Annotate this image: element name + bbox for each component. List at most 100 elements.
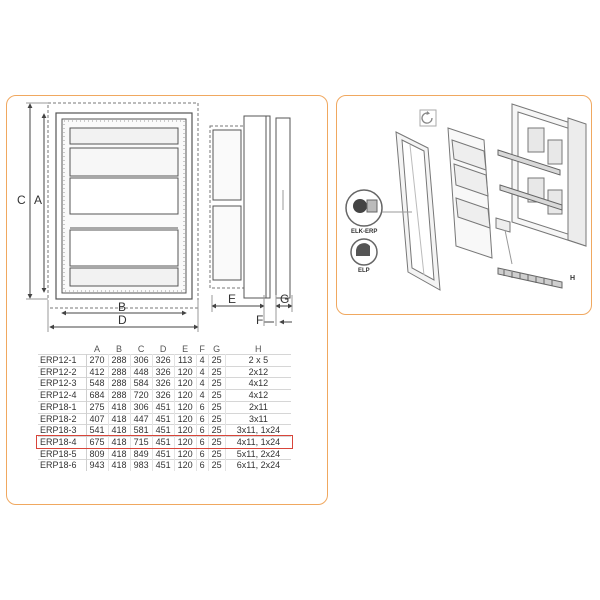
dimension-cell: 3x11 — [225, 412, 292, 425]
dimension-cell: 6 — [196, 412, 209, 425]
dimension-cell: 25 — [208, 365, 226, 378]
col-header-e: E — [182, 343, 189, 354]
dimension-cell: 4 — [196, 389, 209, 402]
dimension-cell: 451 — [152, 459, 175, 472]
dimension-cell: 25 — [208, 412, 226, 425]
col-header-c: C — [137, 343, 145, 354]
front-view — [47, 102, 199, 309]
dim-label-c: C — [17, 193, 26, 207]
model-cell: ERP18-1 — [38, 400, 87, 414]
dimension-cell: 548 — [86, 377, 109, 390]
front-cover — [447, 127, 493, 259]
dimension-cell: 288 — [108, 377, 131, 390]
dimension-cell: 584 — [130, 377, 153, 390]
horizontal-dimensions — [47, 300, 199, 332]
dimension-cell: 120 — [174, 424, 197, 437]
dimension-cell: 120 — [174, 365, 197, 378]
dimension-cell: 25 — [208, 459, 226, 472]
dimension-cell: 270 — [86, 354, 109, 367]
dimension-cell: 4x12 — [225, 377, 292, 390]
dim-label-d: D — [118, 313, 127, 327]
dimension-cell: 451 — [152, 424, 175, 437]
col-header-b: B — [116, 343, 123, 354]
din-rails — [497, 149, 563, 211]
dimension-cell: 288 — [108, 389, 131, 402]
dimension-cell: 6 — [196, 400, 209, 414]
model-cell: ERP18-6 — [38, 459, 87, 472]
dimension-cell: 4x11, 1x24 — [225, 435, 292, 449]
dimension-cell: 326 — [152, 354, 175, 367]
dimension-cell: 2x12 — [225, 365, 292, 378]
side-view — [209, 115, 291, 299]
dimension-cell: 4x12 — [225, 389, 292, 402]
door-frame — [395, 131, 441, 291]
dimension-cell: 4 — [196, 377, 209, 390]
dimension-cell: 25 — [208, 389, 226, 402]
dimension-cell: 326 — [152, 377, 175, 390]
dimension-cell: 326 — [152, 389, 175, 402]
dimension-cell: 541 — [86, 424, 109, 437]
model-cell: ERP12-4 — [38, 389, 87, 402]
dimension-cell: 675 — [86, 435, 109, 449]
model-cell: ERP12-3 — [38, 377, 87, 390]
label-elk-erp: ELK-ERP — [351, 229, 377, 235]
label-elp: ELP — [358, 268, 370, 274]
dimension-cell: 25 — [208, 400, 226, 414]
dimension-cell: 418 — [108, 400, 131, 414]
dimension-cell: 3x11, 1x24 — [225, 424, 292, 437]
dim-label-f: F — [256, 313, 263, 327]
dim-label-a: A — [34, 193, 42, 207]
dim-label-g: G — [280, 292, 289, 306]
dimension-cell: 418 — [108, 435, 131, 449]
model-cell: ERP18-2 — [38, 412, 87, 425]
mounting-bracket — [495, 217, 511, 233]
dimension-cell: 288 — [108, 365, 131, 378]
dimension-cell: 448 — [130, 365, 153, 378]
dimension-cell: 451 — [152, 435, 175, 449]
dim-label-e: E — [228, 292, 236, 306]
dimension-cell: 120 — [174, 435, 197, 449]
dimension-cell: 4 — [196, 354, 209, 367]
dimension-cell: 581 — [130, 424, 153, 437]
col-header-g: G — [213, 343, 221, 354]
dimension-cell: 451 — [152, 412, 175, 425]
table-header-row: A B C D E F G H — [38, 343, 291, 355]
dimension-cell: 407 — [86, 412, 109, 425]
model-cell: ERP12-1 — [38, 354, 87, 367]
col-header-d: D — [159, 343, 167, 354]
detail-elk-erp — [345, 189, 383, 227]
dimension-cell: 306 — [130, 354, 153, 367]
enclosure-box — [511, 103, 587, 247]
col-header-f: F — [199, 343, 205, 354]
terminal-strip-h — [497, 229, 563, 289]
dimension-cell: 2 x 5 — [225, 354, 292, 367]
dimension-cell: 326 — [152, 365, 175, 378]
dimension-cell: 25 — [208, 377, 226, 390]
dimension-cell: 113 — [174, 354, 197, 367]
dimension-cell: 120 — [174, 377, 197, 390]
dimension-cell: 275 — [86, 400, 109, 414]
dimension-cell: 120 — [174, 400, 197, 414]
dimension-cell: 25 — [208, 424, 226, 437]
dimension-cell: 120 — [174, 412, 197, 425]
model-cell: ERP18-3 — [38, 424, 87, 437]
dimension-cell: 447 — [130, 412, 153, 425]
dimension-cell: 715 — [130, 435, 153, 449]
dimension-cell: 983 — [130, 459, 153, 472]
dimension-cell: 412 — [86, 365, 109, 378]
dimension-cell: 306 — [130, 400, 153, 414]
vertical-dimensions — [26, 102, 48, 300]
dimension-cell: 6 — [196, 435, 209, 449]
depth-dimensions — [211, 295, 293, 326]
